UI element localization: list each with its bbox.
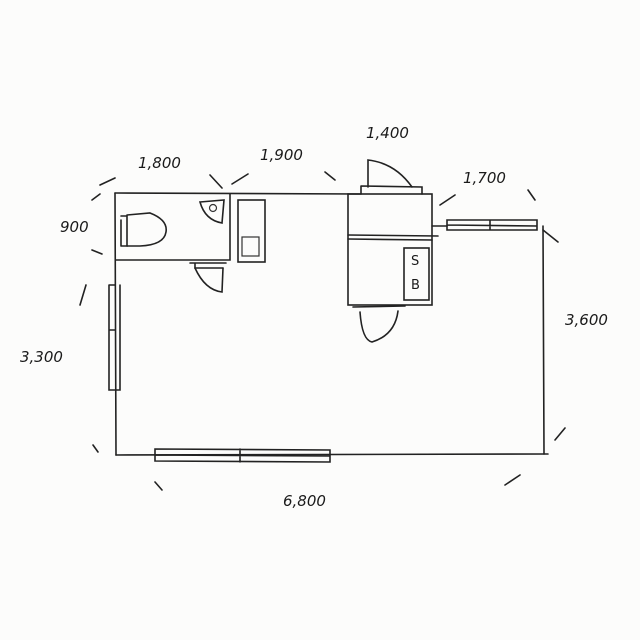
top-wall: [114, 192, 361, 195]
toilet-bowl: [126, 212, 167, 247]
dim-left-height: 3,300: [20, 348, 63, 366]
shoe-box-label-s: S: [411, 254, 419, 269]
entrance: S B: [347, 159, 439, 343]
shoe-box: [403, 247, 430, 301]
left-wall: [114, 192, 117, 456]
window-top-right: [446, 219, 538, 231]
hand-basin: [198, 199, 225, 224]
dim-top-right: 1,700: [463, 169, 506, 187]
dim-entrance: 1,400: [366, 124, 409, 142]
toilet-door-frame: [189, 262, 227, 269]
toilet-door-swing: [194, 267, 224, 293]
dim-right-height: 3,600: [565, 311, 608, 329]
walls: [114, 192, 549, 456]
right-wall: [542, 225, 545, 455]
toilet-tank: [120, 215, 128, 247]
window-left: [108, 284, 121, 391]
dimension-marks: [79, 171, 566, 491]
kitchen-counter: [237, 199, 266, 263]
inner-door-swing: [359, 310, 399, 343]
window-bottom: [154, 448, 331, 463]
dim-bottom-width: 6,800: [283, 492, 326, 510]
toilet-room: [115, 193, 231, 293]
front-door-swing: [367, 159, 413, 188]
dim-top-toilet: 1,800: [138, 154, 181, 172]
inner-door-frame: [352, 305, 406, 308]
dim-toilet-depth: 900: [60, 218, 89, 236]
dim-top-middle: 1,900: [260, 146, 303, 164]
front-door-frame: [360, 185, 423, 195]
windows: [108, 219, 538, 463]
shoe-box-label-b: B: [411, 278, 420, 293]
